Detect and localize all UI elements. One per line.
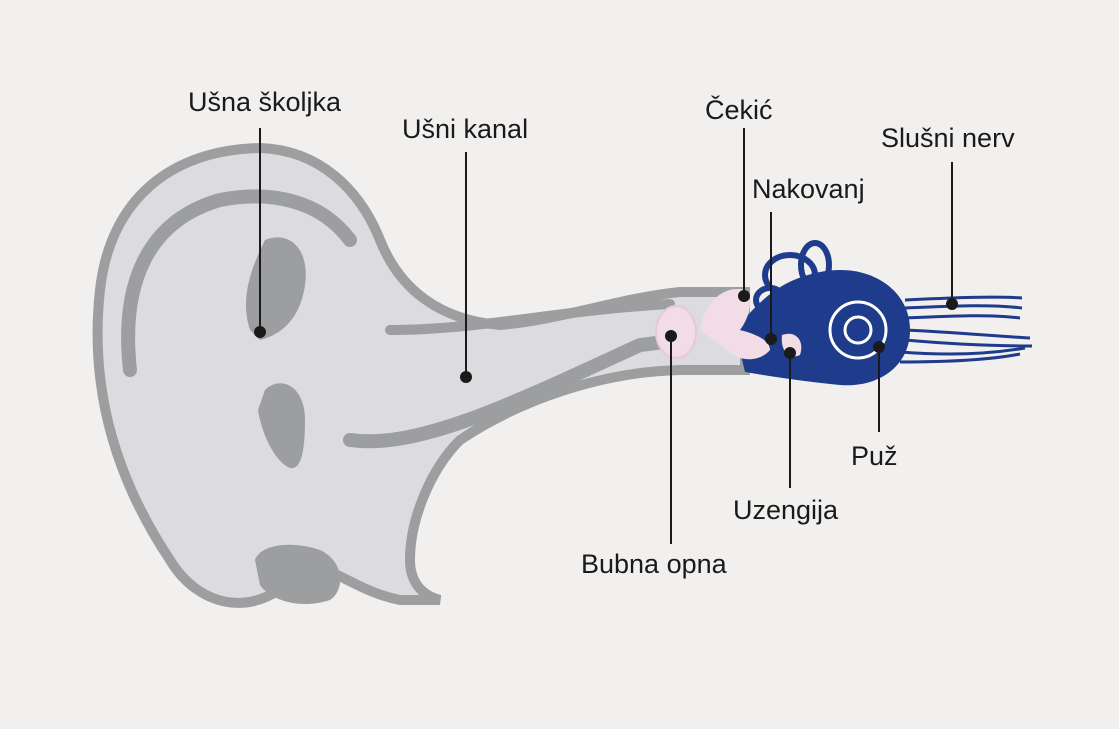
ear-canal-label: Ušni kanal [402, 114, 529, 144]
auditory-nerve-fibers [899, 295, 1033, 364]
malleus-label: Čekić [705, 95, 773, 125]
eardrum-label: Bubna opna [581, 549, 727, 579]
incus-label: Nakovanj [752, 174, 865, 204]
eardrum-marker [665, 330, 677, 342]
cochlea-spiral-outer [828, 300, 888, 360]
outer-ear [92, 142, 750, 608]
pinna-marker [254, 326, 266, 338]
cochlea-marker [873, 341, 885, 353]
middle-ear [655, 289, 802, 360]
antitragus-fold [258, 383, 305, 469]
ear-canal-marker [460, 371, 472, 383]
stapes-marker [784, 347, 796, 359]
leader-lines [259, 128, 953, 544]
auditory-nerve-marker [946, 298, 958, 310]
helix-fold [121, 189, 357, 377]
canal-floor [343, 333, 687, 449]
pinna-label: Ušna školjka [188, 87, 342, 117]
auditory-nerve-label: Slušni nerv [881, 123, 1015, 153]
malleus-marker [738, 290, 750, 302]
incus-marker [765, 333, 777, 345]
inner-ear [735, 240, 1033, 386]
semicircular-canal-1 [762, 252, 818, 298]
eardrum-shape [655, 305, 697, 359]
earlobe-fold [255, 544, 341, 605]
marker-dots [254, 290, 958, 383]
stapes-label: Uzengija [733, 495, 839, 525]
cochlea-label: Puž [851, 441, 898, 471]
canal-roof [385, 299, 675, 335]
semicircular-canal-2 [798, 240, 832, 290]
cochlea-spiral-inner [843, 315, 873, 345]
ossicles-shape [700, 289, 770, 360]
